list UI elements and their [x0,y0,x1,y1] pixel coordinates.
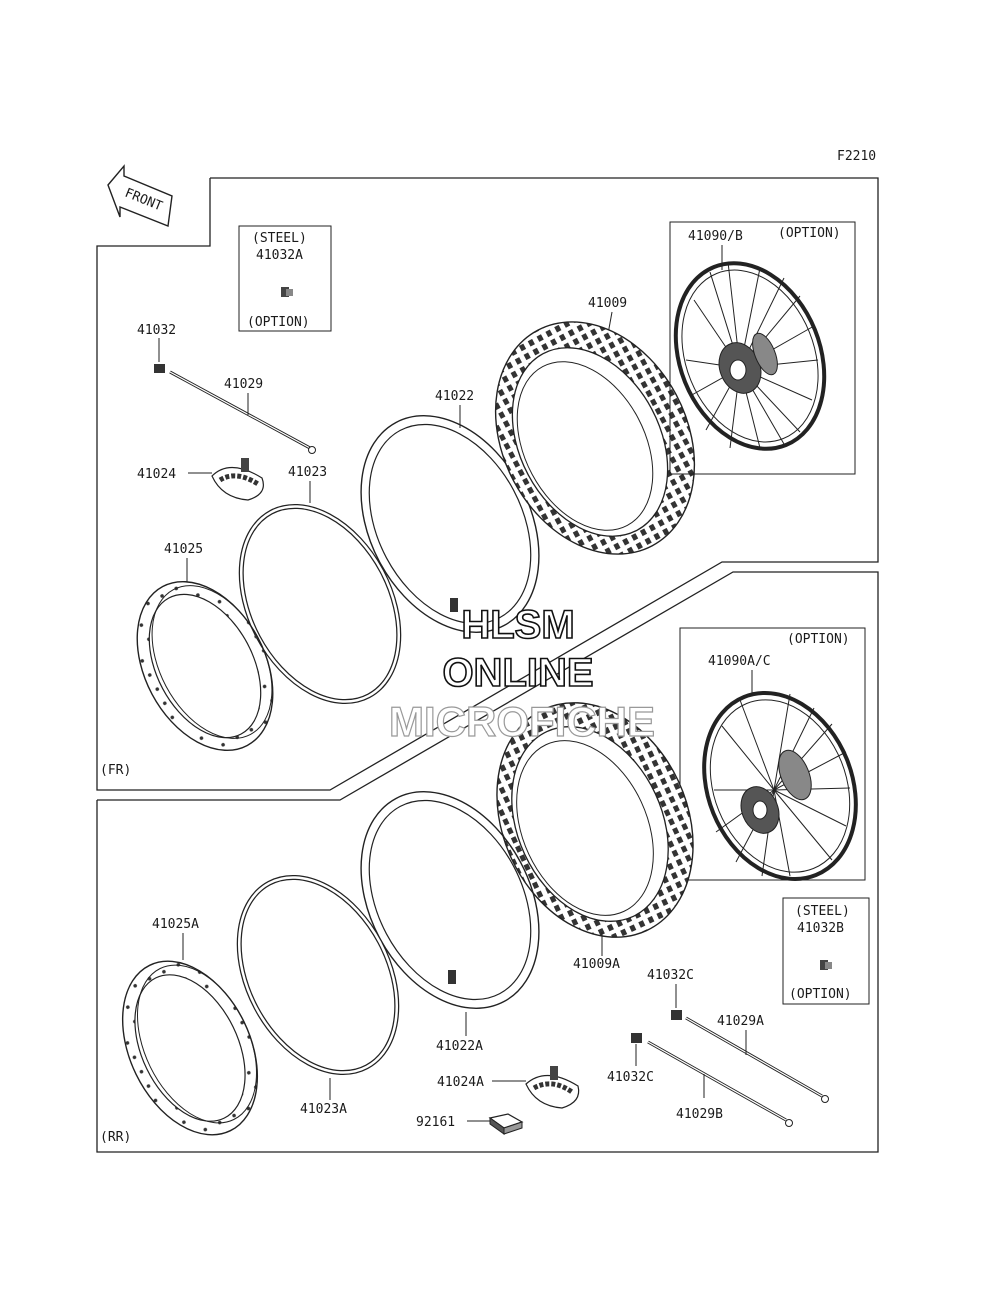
front-arrow-icon: FRONT [107,164,173,227]
rim-41025 [136,580,274,752]
callout-option-label: (OPTION) [789,987,852,1002]
part-label-41090B: 41090/B [688,229,743,244]
callout-part-41032A: 41032A [256,248,303,263]
part-label-92161: 92161 [416,1115,455,1130]
front-section-border [96,177,879,791]
part-label-41029B: 41029B [676,1107,723,1122]
callout-option-label: (OPTION) [778,226,841,241]
part-label-41023: 41023 [288,465,327,480]
valve-cap-icon [671,1010,682,1020]
part-label-41024A: 41024A [437,1075,484,1090]
section-label-front: (FR) [100,763,131,778]
part-label-41025A: 41025A [152,917,199,932]
spoked-wheel-icon [702,690,858,882]
rim-lock-nut-icon [488,1113,524,1135]
part-label-41023A: 41023A [300,1102,347,1117]
part-label-41032C-lower: 41032C [607,1070,654,1085]
rim-41025A [121,960,259,1136]
part-label-41022: 41022 [435,389,474,404]
part-label-41025: 41025 [164,542,203,557]
spoke-41029B [647,1040,793,1127]
watermark-line-1: HLSM [461,603,574,647]
tire-41009 [494,321,696,555]
rear-section-border [96,571,879,1153]
callout-part-41032B: 41032B [797,921,844,936]
rim-lock-icon [211,458,264,501]
part-label-41024: 41024 [137,467,176,482]
part-label-41032: 41032 [137,323,176,338]
steel-valve-cap-icon [281,287,293,297]
part-label-41029A: 41029A [717,1014,764,1029]
callout-steel-label: (STEEL) [252,231,307,246]
steel-valve-callout-rear: (STEEL) 41032B (OPTION) [782,897,870,1005]
rim-band-41023A [236,874,400,1076]
part-label-41090AC: 41090A/C [708,654,771,669]
part-label-41022A: 41022A [436,1039,483,1054]
callout-option-label: (OPTION) [787,632,850,647]
steel-valve-cap-icon [820,960,832,970]
rim-lock-icon [525,1066,580,1109]
spoked-wheel-icon [673,261,827,451]
valve-cap-icon [631,1033,642,1043]
part-label-41032C-upper: 41032C [647,968,694,983]
wheel-option-callout-rear: (OPTION) 41090A/C [679,627,866,882]
valve-cap-icon [154,364,165,373]
watermark-line-2: ONLINE [442,651,593,695]
diagram-code: F2210 [837,149,876,164]
spoke-41029 [169,370,316,454]
section-label-rear: (RR) [100,1130,131,1145]
wheel-option-callout-front: 41090/B (OPTION) [669,221,856,475]
steel-valve-callout-front: (STEEL) 41032A (OPTION) [238,225,332,332]
part-label-41009A: 41009A [573,957,620,972]
callout-steel-label: (STEEL) [795,904,850,919]
part-label-41009: 41009 [588,296,627,311]
tire-41009A [496,702,694,938]
spoke-41029A [685,1016,829,1103]
part-label-41029: 41029 [224,377,263,392]
watermark: HLSM ONLINE MICROFICHE [388,602,655,745]
callout-option-label: (OPTION) [247,315,310,330]
watermark-line-3: MICROFICHE [389,698,655,745]
